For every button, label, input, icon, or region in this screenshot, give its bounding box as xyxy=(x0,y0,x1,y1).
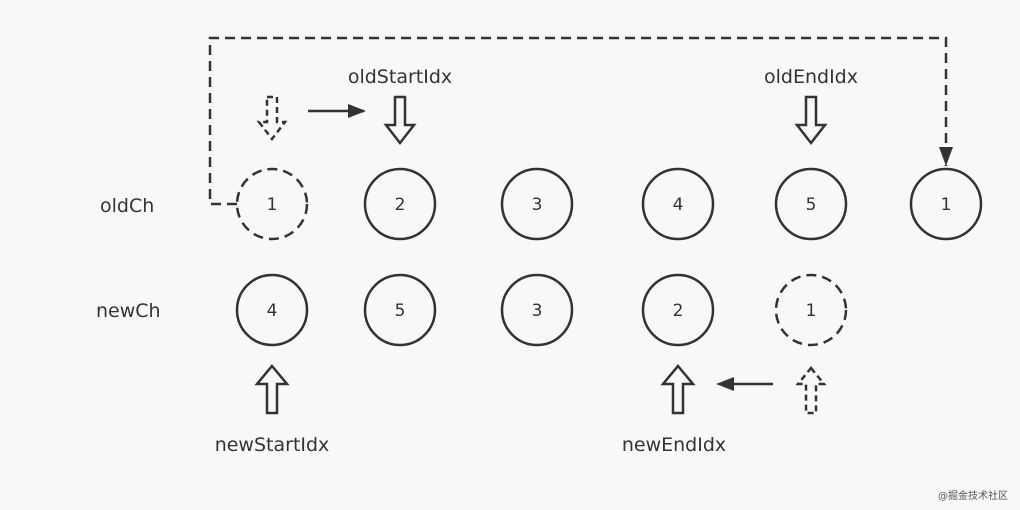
old-end-pointer-label: oldEndIdx xyxy=(764,66,858,88)
svg-text:4: 4 xyxy=(673,195,684,215)
new-start-pointer-label: newStartIdx xyxy=(215,434,330,456)
old-start-advance-arrowhead xyxy=(348,104,366,118)
svg-text:1: 1 xyxy=(806,301,817,321)
new-end-up-arrow-icon xyxy=(660,364,696,415)
old-children-label: oldCh xyxy=(100,195,154,217)
watermark: @掘金技术社区 xyxy=(938,491,1008,502)
svg-text:2: 2 xyxy=(673,301,684,321)
new-node: 3 xyxy=(500,273,574,347)
new-children-label: newCh xyxy=(96,300,161,322)
svg-text:2: 2 xyxy=(395,195,406,215)
new-start-up-arrow-icon xyxy=(254,364,290,415)
old-node: 4 xyxy=(641,167,715,241)
svg-text:1: 1 xyxy=(941,195,952,215)
svg-text:3: 3 xyxy=(532,301,543,321)
move-path-arrow xyxy=(208,36,948,206)
old-node: 1 xyxy=(909,167,983,241)
svg-text:4: 4 xyxy=(267,301,278,321)
move-path-arrowhead xyxy=(939,147,953,166)
old-node: 1 xyxy=(235,167,309,241)
old-start-down-arrow-icon xyxy=(383,95,417,146)
previous-old-start-dashed-arrow-icon xyxy=(256,95,288,142)
new-node: 5 xyxy=(363,273,437,347)
old-node: 2 xyxy=(363,167,437,241)
previous-new-end-dashed-arrow-icon xyxy=(795,366,827,415)
old-start-pointer-label: oldStartIdx xyxy=(348,66,452,88)
svg-text:1: 1 xyxy=(267,195,278,215)
new-end-retreat-arrowhead xyxy=(716,377,734,391)
svg-text:5: 5 xyxy=(806,195,817,215)
new-node: 2 xyxy=(641,273,715,347)
svg-text:5: 5 xyxy=(395,301,406,321)
old-node: 3 xyxy=(500,167,574,241)
new-end-pointer-label: newEndIdx xyxy=(622,434,726,456)
new-node: 4 xyxy=(235,273,309,347)
new-node: 1 xyxy=(774,273,848,347)
svg-text:3: 3 xyxy=(532,195,543,215)
old-node: 5 xyxy=(774,167,848,241)
old-end-down-arrow-icon xyxy=(794,95,828,146)
